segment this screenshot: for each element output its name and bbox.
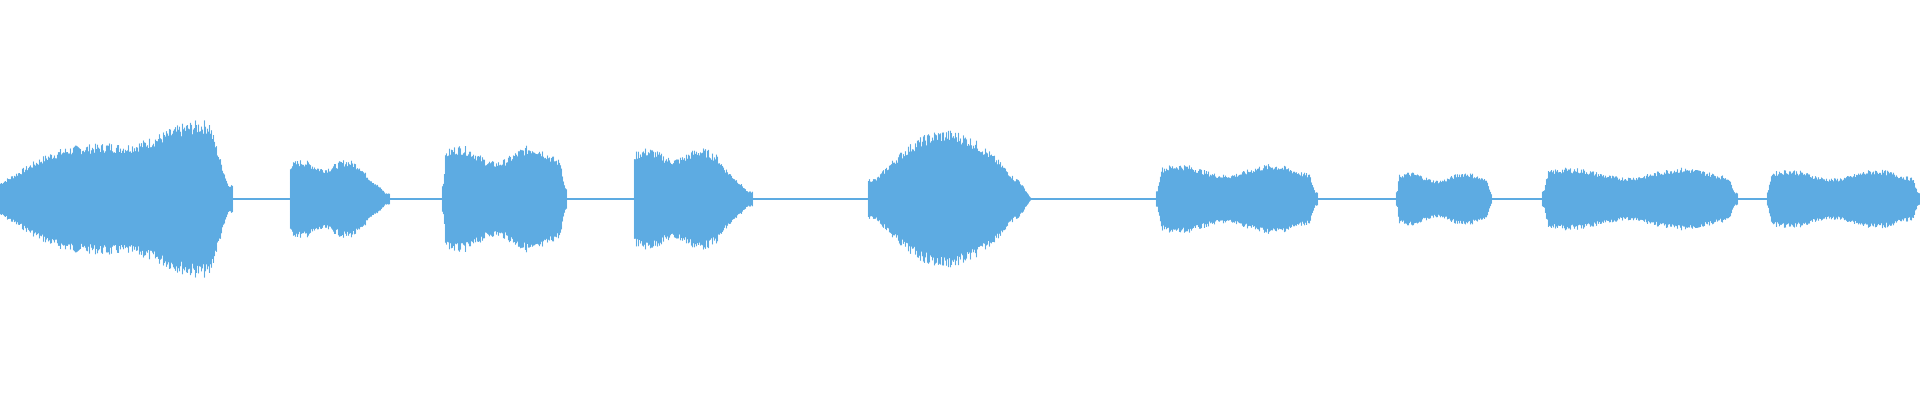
waveform-graphic	[0, 120, 1920, 278]
audio-waveform	[0, 120, 1920, 278]
